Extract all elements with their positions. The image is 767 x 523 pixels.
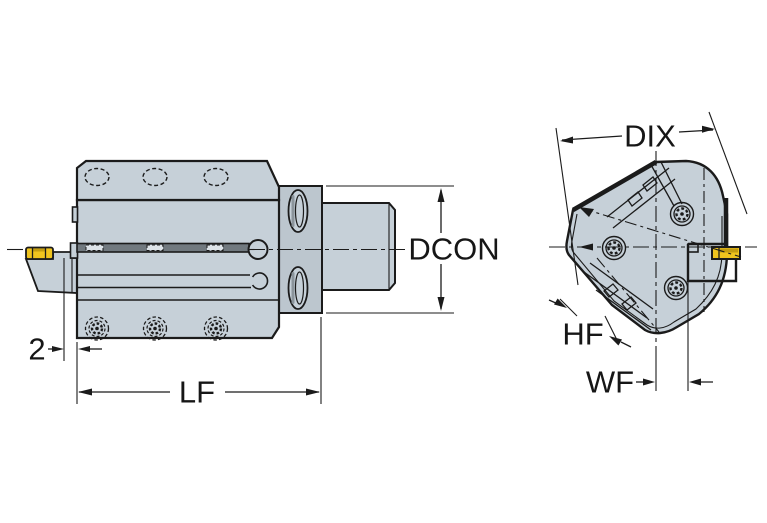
seam-end-circle-fill xyxy=(251,273,268,289)
offset-2-dimension: 2 xyxy=(28,258,102,367)
torx-screw xyxy=(669,201,695,227)
seat-axis-centerline xyxy=(596,257,660,333)
diagonal-arrowhead xyxy=(579,207,594,217)
wf-dimension: WF xyxy=(586,282,713,400)
end-view xyxy=(549,150,757,346)
wf-label: WF xyxy=(586,365,634,400)
edge-lug-upper xyxy=(71,206,79,223)
top-face xyxy=(75,159,281,202)
hf-label: HF xyxy=(562,317,603,352)
torx-screw xyxy=(663,275,689,301)
dix-dimension: DIX xyxy=(555,111,748,286)
top-face-ports xyxy=(84,167,229,187)
flange-slot-bottom xyxy=(287,266,309,310)
flange-slot-top xyxy=(287,189,309,233)
slot-windows xyxy=(85,244,224,251)
seam-end-circle xyxy=(251,272,269,290)
offset-2-label: 2 xyxy=(28,332,45,367)
dcon-dimension: DCON xyxy=(326,185,503,314)
torx-screw xyxy=(601,235,627,261)
coupling-shaft xyxy=(321,202,396,291)
lf-dimension: LF xyxy=(76,317,322,410)
lf-label: LF xyxy=(179,375,215,410)
blade-seat-lower xyxy=(583,262,654,331)
blade-seat-upper xyxy=(606,161,683,229)
dcon-label: DCON xyxy=(408,232,499,267)
centerline-arrowhead xyxy=(579,243,593,251)
side-view xyxy=(7,159,407,342)
dix-label: DIX xyxy=(624,119,676,154)
grooving-insert-side xyxy=(25,246,54,260)
tool-body xyxy=(75,198,281,340)
hf-dimension: HF xyxy=(548,298,632,352)
blade-edge-thick-upper xyxy=(571,160,658,212)
